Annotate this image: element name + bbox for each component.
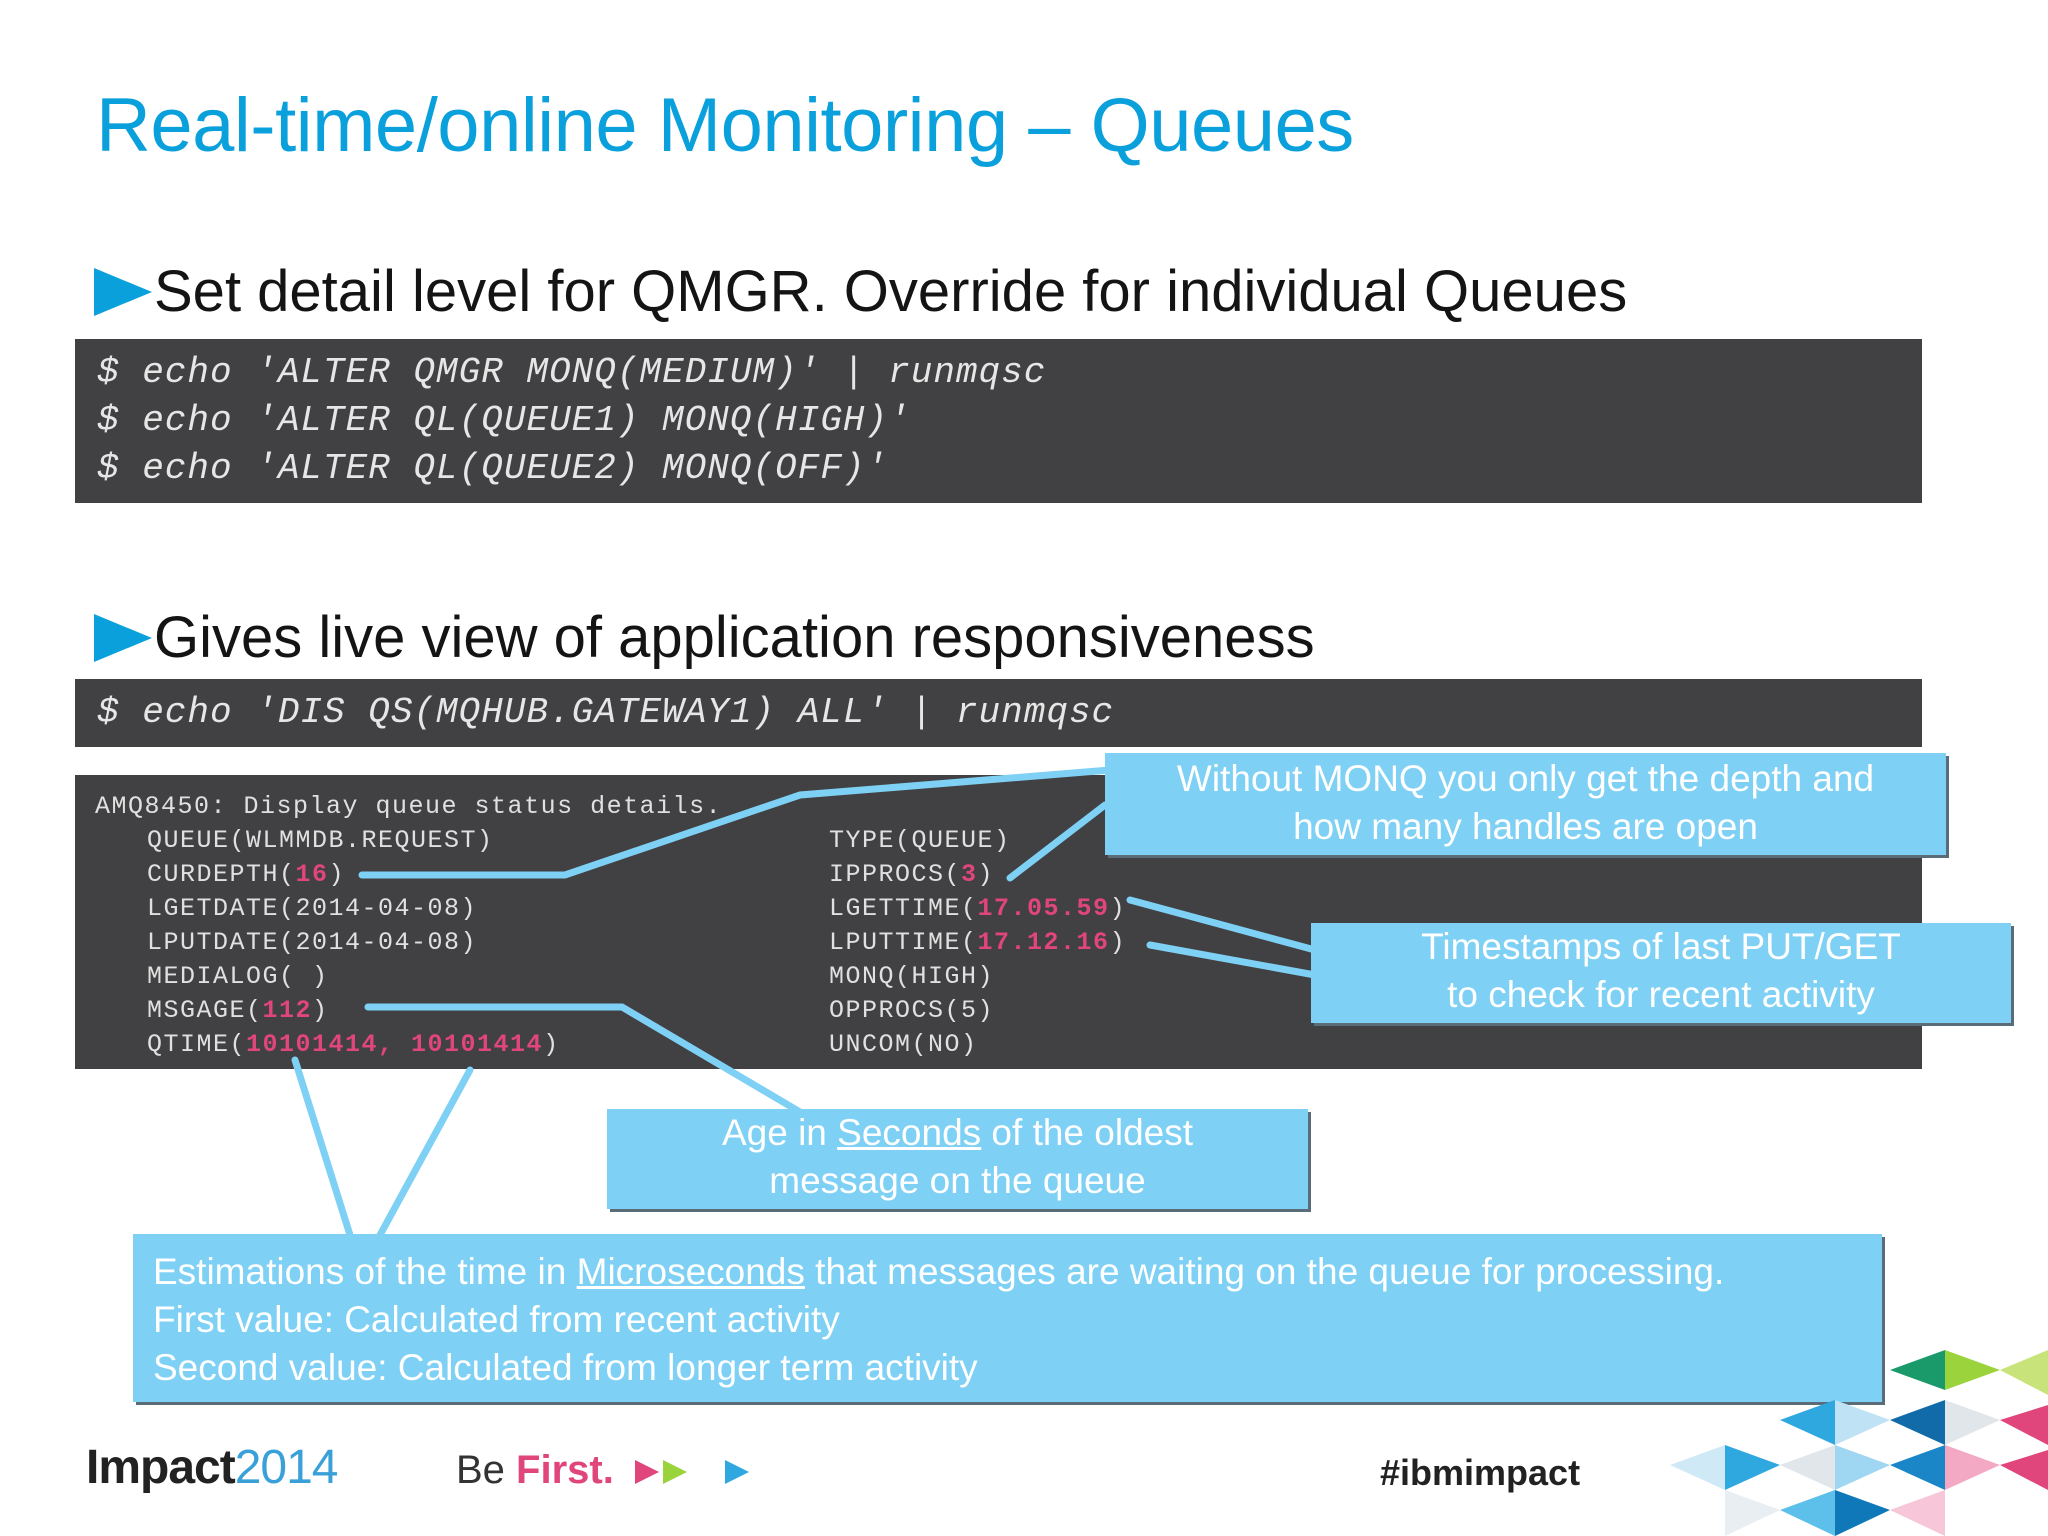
callout-qtime: Estimations of the time in Microseconds …: [133, 1234, 1882, 1402]
output-header: AMQ8450: Display queue status details.: [95, 792, 723, 821]
callout-msgage: Age in Seconds of the oldest message on …: [607, 1109, 1308, 1209]
output-ipprocs: IPPROCS(3): [829, 860, 995, 889]
code-block-dis: $ echo 'DIS QS(MQHUB.GATEWAY1) ALL' | ru…: [75, 679, 1922, 747]
triangle-bullet-icon: [94, 613, 152, 662]
output-medialog: MEDIALOG( ): [147, 962, 329, 991]
connector-lputtime: [1146, 941, 1319, 979]
output-qtime: QTIME(10101414, 10101414): [147, 1030, 560, 1059]
connector-msgage: [364, 1003, 804, 1116]
connector-ipprocs: [1006, 801, 1109, 882]
bullet-detail-level: Set detail level for QMGR. Override for …: [94, 258, 1627, 325]
bullet-text: Set detail level for QMGR. Override for …: [154, 259, 1628, 324]
connector-qtime-1: [291, 1056, 354, 1239]
be-first-tagline: Be First.: [456, 1448, 765, 1493]
connector-lgettime: [1126, 896, 1319, 954]
ipprocs-value: 3: [961, 860, 978, 889]
output-msgage: MSGAGE(112): [147, 996, 329, 1025]
output-type: TYPE(QUEUE): [829, 826, 1011, 855]
output-lputdate: LPUTDATE(2014-04-08): [147, 928, 478, 957]
output-lputtime: LPUTTIME(17.12.16): [829, 928, 1127, 957]
bullet-live-view: Gives live view of application responsiv…: [94, 604, 1315, 671]
code-line: $ echo 'ALTER QL(QUEUE2) MONQ(OFF)': [97, 448, 889, 489]
triangle-bullet-icon: [94, 267, 152, 316]
output-monq: MONQ(HIGH): [829, 962, 995, 991]
arrow-play-icon: [634, 1460, 749, 1485]
lputtime-value: 17.12.16: [977, 928, 1110, 957]
output-opprocs: OPPROCS(5): [829, 996, 995, 1025]
callout-timestamps: Timestamps of last PUT/GET to check for …: [1311, 923, 2011, 1023]
queue-status-output: AMQ8450: Display queue status details. Q…: [75, 775, 1922, 1069]
output-curdepth: CURDEPTH(16): [147, 860, 346, 889]
lgettime-value: 17.05.59: [977, 894, 1110, 923]
connector-curdepth: [358, 766, 1114, 879]
output-lgetdate: LGETDATE(2014-04-08): [147, 894, 478, 923]
code-block-alter: $ echo 'ALTER QMGR MONQ(MEDIUM)' | runmq…: [75, 339, 1922, 503]
qtime-value: 10101414, 10101414: [246, 1030, 544, 1059]
output-lgettime: LGETTIME(17.05.59): [829, 894, 1127, 923]
connector-qtime-2: [376, 1066, 474, 1239]
curdepth-value: 16: [295, 860, 329, 889]
output-uncom: UNCOM(NO): [829, 1030, 978, 1059]
hashtag-ibmimpact: #ibmimpact: [1380, 1452, 1581, 1493]
impact-2014-logo: Impact2014: [86, 1441, 338, 1494]
msgage-value: 112: [262, 996, 313, 1025]
code-line: $ echo 'ALTER QMGR MONQ(MEDIUM)' | runmq…: [97, 352, 1047, 393]
callout-monq: Without MONQ you only get the depth and …: [1105, 753, 1946, 855]
bullet-text: Gives live view of application responsiv…: [154, 605, 1315, 670]
output-queue: QUEUE(WLMMDB.REQUEST): [147, 826, 494, 855]
code-line: $ echo 'ALTER QL(QUEUE1) MONQ(HIGH)': [97, 400, 911, 441]
code-line: $ echo 'DIS QS(MQHUB.GATEWAY1) ALL' | ru…: [97, 692, 1115, 733]
slide-title: Real-time/online Monitoring – Queues: [96, 83, 1354, 168]
